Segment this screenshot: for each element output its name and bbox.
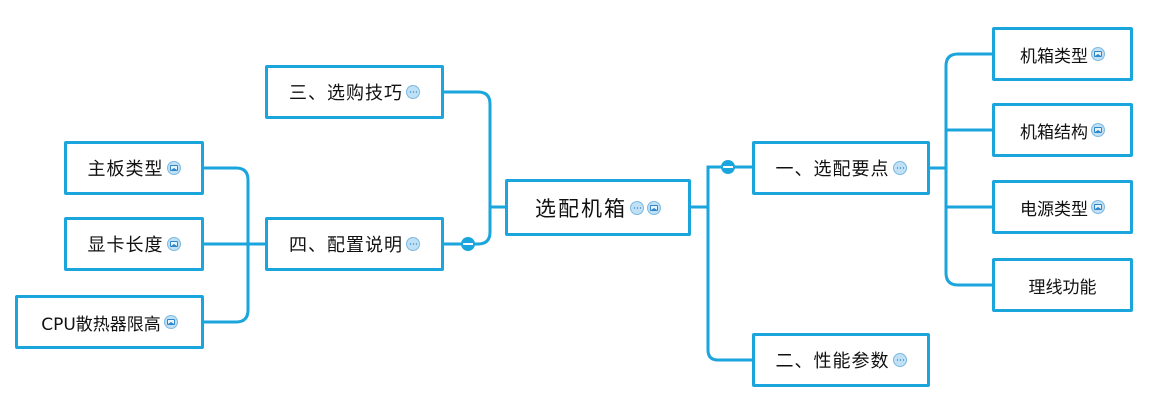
branch-topic-selection-points[interactable]: 一、选配要点 xyxy=(752,141,930,195)
connector-branch1-child-1 xyxy=(930,52,992,170)
image-icon[interactable] xyxy=(163,315,178,329)
subtopic-motherboard-type[interactable]: 主板类型 xyxy=(64,141,204,195)
branch-topic-buying-tips[interactable]: 三、选购技巧 xyxy=(265,65,444,119)
subtopic-label: CPU散热器限高 xyxy=(41,314,161,335)
subtopic-cable-management[interactable]: 理线功能 xyxy=(992,258,1133,312)
note-icon[interactable] xyxy=(892,161,907,175)
connector-root-branch-3 xyxy=(444,90,505,209)
branch-topic-label: 二、性能参数 xyxy=(775,351,890,372)
connector-branch4-child-1 xyxy=(204,166,265,246)
subtopic-label: 机箱结构 xyxy=(1020,122,1088,143)
image-icon[interactable] xyxy=(166,237,181,251)
branch-topic-label: 三、选购技巧 xyxy=(289,83,403,104)
note-icon[interactable] xyxy=(406,237,420,251)
branch-topic-label: 一、选配要点 xyxy=(775,159,890,180)
subtopic-label: 主板类型 xyxy=(87,159,164,180)
branch-topic-label: 四、配置说明 xyxy=(289,235,403,256)
image-icon[interactable] xyxy=(1091,123,1105,137)
subtopic-label: 理线功能 xyxy=(1028,277,1097,298)
root-topic-label: 选配机箱 xyxy=(535,196,627,221)
branch-topic-config-notes[interactable]: 四、配置说明 xyxy=(265,217,444,271)
subtopic-cpu-cooler-height[interactable]: CPU散热器限高 xyxy=(15,295,204,349)
connector-branch1-child-4 xyxy=(944,168,992,287)
subtopic-label: 显卡长度 xyxy=(87,235,164,256)
image-icon[interactable] xyxy=(166,161,181,175)
subtopic-case-structure[interactable]: 机箱结构 xyxy=(992,103,1133,157)
image-icon[interactable] xyxy=(1091,47,1105,61)
subtopic-gpu-length[interactable]: 显卡长度 xyxy=(64,217,204,271)
connector-root-branch-2 xyxy=(706,167,752,362)
note-icon[interactable] xyxy=(406,85,420,99)
connector-branch4-child-3 xyxy=(204,244,250,324)
image-icon[interactable] xyxy=(1091,200,1105,214)
connector-root-branch-1 xyxy=(691,165,752,209)
collapse-icon[interactable] xyxy=(461,237,475,251)
note-icon[interactable] xyxy=(892,353,907,367)
image-icon[interactable] xyxy=(647,200,661,215)
note-icon[interactable] xyxy=(630,200,644,215)
subtopic-power-type[interactable]: 电源类型 xyxy=(992,180,1133,234)
branch-topic-performance-params[interactable]: 二、性能参数 xyxy=(752,333,930,387)
subtopic-label: 机箱类型 xyxy=(1020,46,1088,67)
subtopic-label: 电源类型 xyxy=(1020,199,1088,220)
subtopic-case-type[interactable]: 机箱类型 xyxy=(992,27,1133,81)
collapse-icon[interactable] xyxy=(721,160,735,174)
connector-root-branch-4 xyxy=(444,207,492,246)
root-topic[interactable]: 选配机箱 xyxy=(505,179,691,236)
